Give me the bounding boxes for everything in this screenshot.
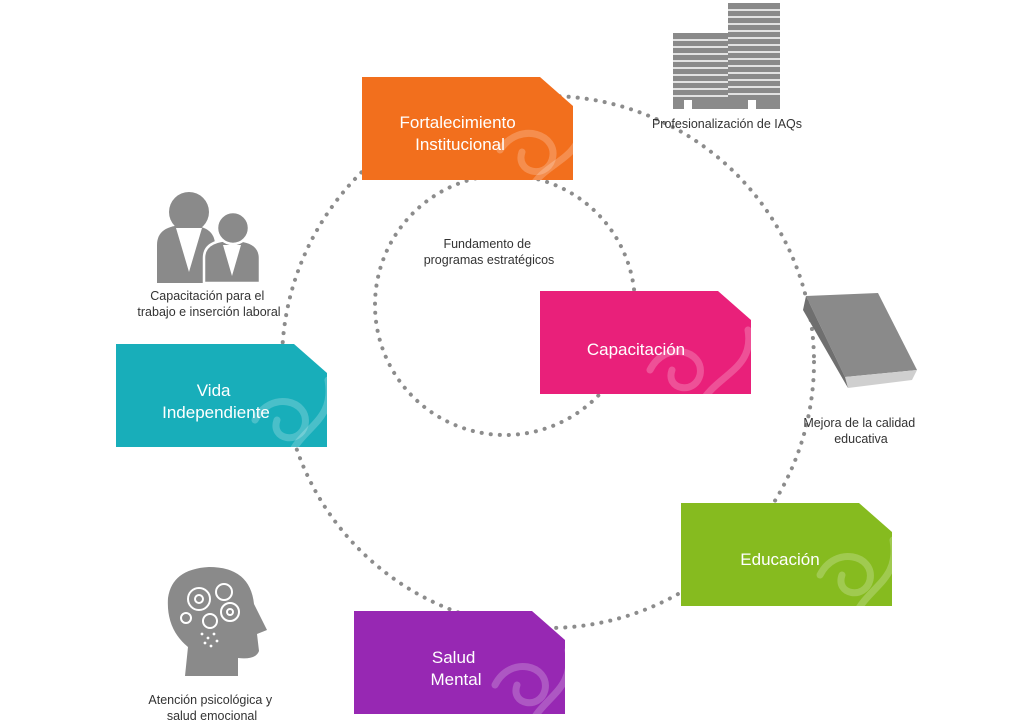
svg-text:Fundamento de programas es: Fundamento de programas estratégicos [424,237,555,267]
card-vida-shape [116,344,327,447]
swirl-decoration-icon [496,129,573,180]
swirl-decoration-icon [816,536,892,606]
card-educacion-line-1: Educación [740,550,819,569]
card-capacitacion-line-1: Capacitación [587,340,685,359]
svg-text:Profesionalización de IAQs: Profesionalización de IAQs [652,117,802,131]
svg-text:Vida Independiente: Vida Independiente [162,381,270,422]
card-salud: Salud Mental [354,611,565,714]
card-vida-line-2: Independiente [162,403,270,422]
svg-text:Capacitación para el traba: Capacitación para el trabajo e inserción… [137,289,280,319]
buildings-caption: Profesionalización de IAQs [652,117,802,131]
swirl-decoration-icon [491,648,565,714]
card-vida-line-1: Vida [197,381,231,400]
card-fortalecimiento: Fortalecimiento Institucional [362,77,573,180]
head-caption-line-1: Atención psicológica y [148,693,272,707]
book-icon [803,293,917,388]
card-salud-line-1: Salud [432,648,475,667]
book-caption-line-1: Mejora de la calidad [803,416,915,430]
card-educacion: Educación [681,503,892,606]
svg-text:Atención psicológica y sal: Atención psicológica y salud emocional [148,693,275,723]
card-salud-shape [354,611,565,714]
swirl-decoration-icon [646,326,751,394]
card-capacitacion: Capacitación [540,291,751,394]
head-caption-line-2: salud emocional [167,709,257,723]
swirl-decoration-icon [251,376,327,447]
card-salud-line-2: Mental [430,670,481,689]
card-fortalecimiento-line-2: Institucional [415,135,505,154]
head-gears-icon [167,567,267,676]
card-vida: Vida Independiente [116,344,327,447]
svg-text:Salud Mental: Salud Mental [430,648,481,689]
buildings-icon [673,3,780,109]
card-educacion-shape [681,503,892,606]
book-caption-line-2: educativa [834,432,888,446]
people-caption-line-1: Capacitación para el [150,289,264,303]
svg-text:Educación: Educación [740,550,819,569]
people-caption-line-2: trabajo e inserción laboral [137,305,280,319]
card-fortalecimiento-line-1: Fortalecimiento [400,113,516,132]
svg-text:Fortalecimiento Instituc: Fortalecimiento Institucional [400,113,521,154]
svg-text:Mejora de la calidad educa: Mejora de la calidad educativa [803,416,918,446]
center-caption-line-1: Fundamento de [443,237,531,251]
center-caption-line-2: programas estratégicos [424,253,555,267]
svg-text:Capacitación: Capacitación [587,340,685,359]
people-icon [157,192,262,285]
card-capacitacion-shape [540,291,751,394]
card-fortalecimiento-shape [362,77,573,180]
